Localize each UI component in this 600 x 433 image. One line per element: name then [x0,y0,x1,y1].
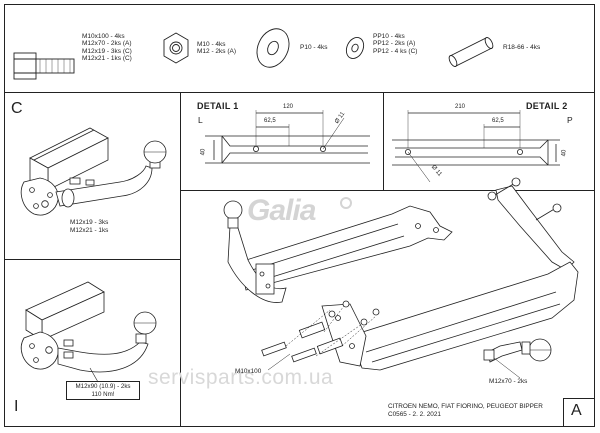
panel-c-letter: C [11,100,23,117]
detail1-title: DETAIL 1 [197,101,239,111]
bolt-icon [13,52,75,80]
detail2-dim-offset: 62,5 [492,118,504,124]
nut-icon [163,32,189,64]
panel-a-top [563,398,595,400]
divider-detail-mid [383,92,385,191]
large-washer-specs: P10 - 4ks [300,44,328,51]
divider-detail-bottom [180,190,595,192]
large-washer-icon [256,28,290,68]
panel-a-letter: A [571,402,582,419]
spacer-specs: R18-66 - 4ks [503,44,541,51]
panel-a-divider [563,398,565,427]
spacer-tube-icon [448,37,494,67]
small-washer-icon [345,37,365,59]
nut-specs: M10 - 4ks M12 - 2ks (A) [197,41,237,56]
main-label-m12: M12x70 - 2ks [489,378,528,385]
detail2-dim-width: 210 [455,104,466,110]
watermark: servisparts.com.ua [148,366,334,389]
drawing-frame [4,4,595,427]
small-washer-specs: PP10 - 4ks PP12 - 2ks (A) PP12 - 4 ks (C… [373,33,418,55]
model-caption: CITROEN NEMO, FIAT FIORINO, PEUGEOT BIPP… [388,403,543,418]
panel-c-callout: M12x19 - 3ks M12x21 - 1ks [70,219,109,234]
brand-logo: Galia [247,194,316,227]
bolt-specs: M10x100 - 4ks M12x70 - 2ks (A) M12x19 - … [82,33,132,63]
main-label-m10: M10x100 [235,368,262,375]
detail2-title: DETAIL 2 [526,101,568,111]
panel-i-letter: I [14,398,19,415]
detail1-dim-offset: 62,5 [264,118,276,124]
panel-i-callout: M12x90 (10.9) - 2ks 110 Nm! [66,381,140,400]
detail1-dim-width: 120 [283,104,294,110]
detail2-side: P [567,115,573,125]
divider-top [4,92,595,94]
divider-left-mid [4,259,181,261]
detail1-side: L [198,115,203,125]
